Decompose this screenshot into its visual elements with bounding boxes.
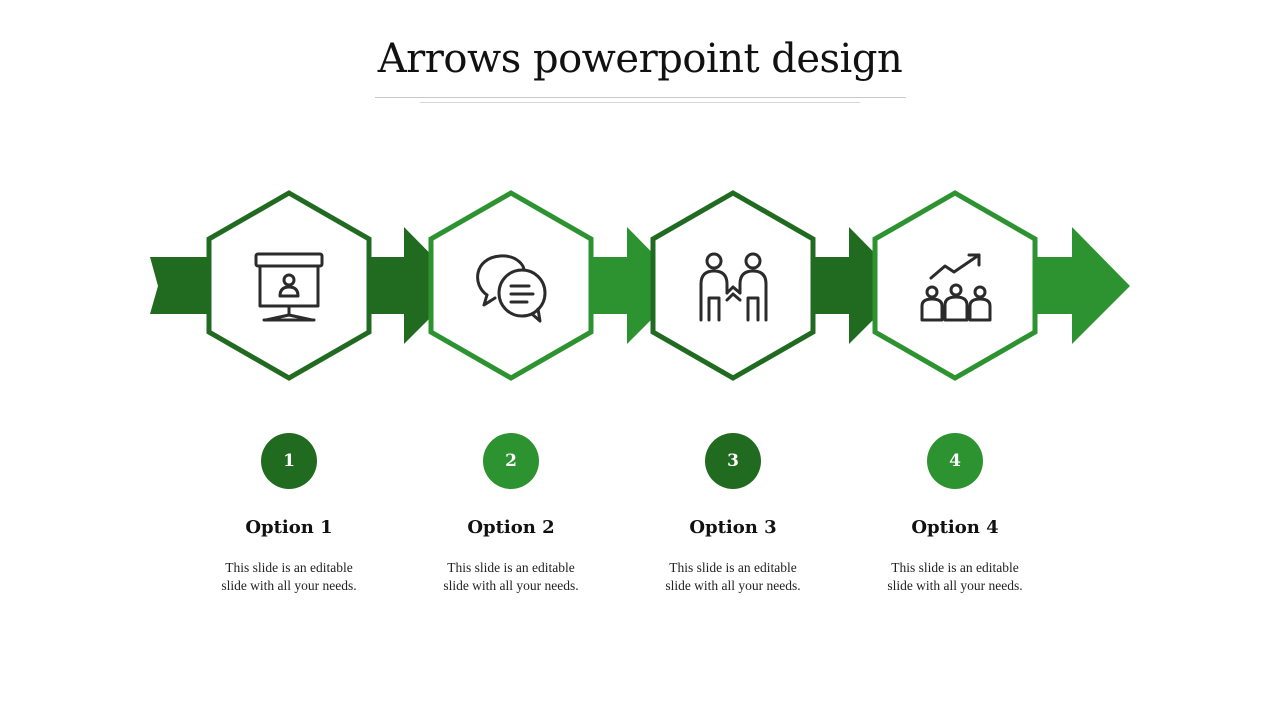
arrow-connector-2 [585,227,685,344]
arrow-connector-3 [807,227,907,344]
step-number-badge-4: 4 [927,433,983,489]
title-divider-secondary [420,102,860,103]
option-title-4: Option 4 [911,517,999,538]
chat-bubbles-icon [476,254,547,323]
option-description-4: This slide is an editable slide with all… [887,560,1023,593]
arrow-connector-1 [362,227,462,344]
arrow-connector-4 [1030,227,1130,344]
presentation-board-icon [254,252,324,322]
option-title-1: Option 1 [245,517,333,538]
slide-title: Arrows powerpoint design [377,36,903,82]
step-number-badge-1: 1 [261,433,317,489]
arrow-tail [150,257,215,314]
option-title-3: Option 3 [689,517,777,538]
option-title-2: Option 2 [467,517,555,538]
step-number-badge-3: 3 [705,433,761,489]
option-description-2: This slide is an editable slide with all… [443,560,579,593]
team-growth-chart-icon [920,253,992,322]
option-description-3: This slide is an editable slide with all… [665,560,801,593]
people-holding-hands-icon [699,252,768,322]
option-description-1: This slide is an editable slide with all… [221,560,357,593]
step-number-badge-2: 2 [483,433,539,489]
title-divider [375,97,906,98]
